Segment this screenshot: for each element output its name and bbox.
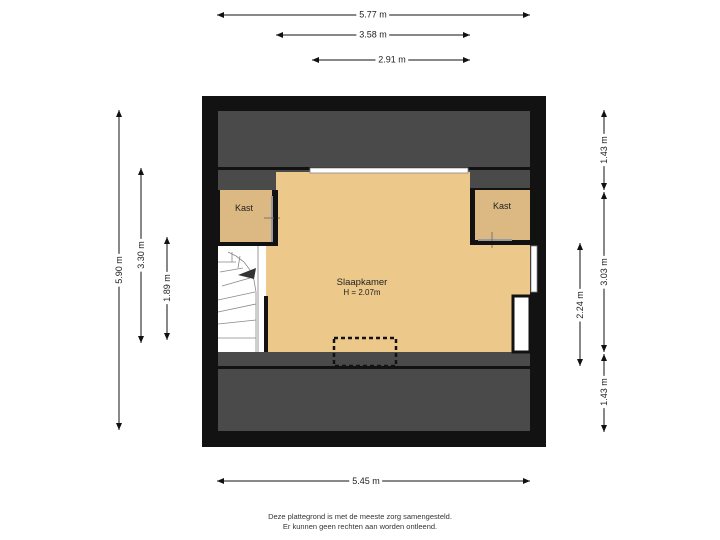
dimension-top-1-label: 5.77 m xyxy=(359,10,387,20)
disclaimer-line-1: Deze plattegrond is met de meeste zorg s… xyxy=(268,512,452,521)
main-floor xyxy=(266,172,530,352)
floor-hatch xyxy=(332,336,398,368)
roof-edge-bottom xyxy=(218,352,530,366)
dimension-bottom: 5.45 m xyxy=(217,473,530,489)
room-label-main: Slaapkamer xyxy=(337,277,388,288)
stair-direction-arrow xyxy=(238,268,256,279)
closet-right-area xyxy=(475,190,530,240)
dimension-right-bottom: 1.43 m xyxy=(596,354,612,432)
dimension-left-1: 5.90 m xyxy=(111,110,127,430)
dimension-top-1: 5.77 m xyxy=(217,7,530,23)
roof-edge-right xyxy=(468,170,530,188)
dimension-top-2: 3.58 m xyxy=(276,27,470,43)
disclaimer: Deze plattegrond is met de meeste zorg s… xyxy=(0,512,720,532)
dimension-left-2: 3.30 m xyxy=(133,168,149,343)
dimension-left-1-label: 5.90 m xyxy=(114,256,124,284)
stair-steps xyxy=(217,251,257,352)
dimension-left-3: 1.89 m xyxy=(159,237,175,340)
roof-zone-top xyxy=(218,111,530,167)
building xyxy=(202,96,546,447)
dimension-right-top: 1.43 m xyxy=(596,110,612,190)
top-window xyxy=(309,167,469,174)
dimension-left-2-label: 3.30 m xyxy=(136,241,146,269)
dimension-top-2-label: 3.58 m xyxy=(359,30,387,40)
dimension-bottom-label: 5.45 m xyxy=(352,476,380,486)
room-height-main: H = 2.07m xyxy=(343,288,380,297)
roof-zone-bottom xyxy=(218,369,530,431)
closet-left-area xyxy=(220,190,272,242)
dimension-top-3: 2.91 m xyxy=(312,52,470,68)
disclaimer-line-2: Er kunnen geen rechten aan worden ontlee… xyxy=(282,522,438,531)
room-label-closet-left: Kast xyxy=(235,203,254,213)
right-window xyxy=(530,245,538,293)
dimension-right-bottom-label: 1.43 m xyxy=(599,378,609,406)
dimension-left-3-label: 1.89 m xyxy=(162,274,172,302)
dimension-right-mid-label: 3.03 m xyxy=(599,258,609,286)
dimension-right-inner: 2.24 m xyxy=(572,243,588,366)
dimension-top-3-label: 2.91 m xyxy=(378,55,406,65)
room-label-closet-right: Kast xyxy=(493,201,512,211)
right-wall-notch xyxy=(511,294,532,354)
dimension-right-mid: 3.03 m xyxy=(596,192,612,352)
dimension-right-inner-label: 2.24 m xyxy=(575,291,585,319)
dimension-right-top-label: 1.43 m xyxy=(599,136,609,164)
